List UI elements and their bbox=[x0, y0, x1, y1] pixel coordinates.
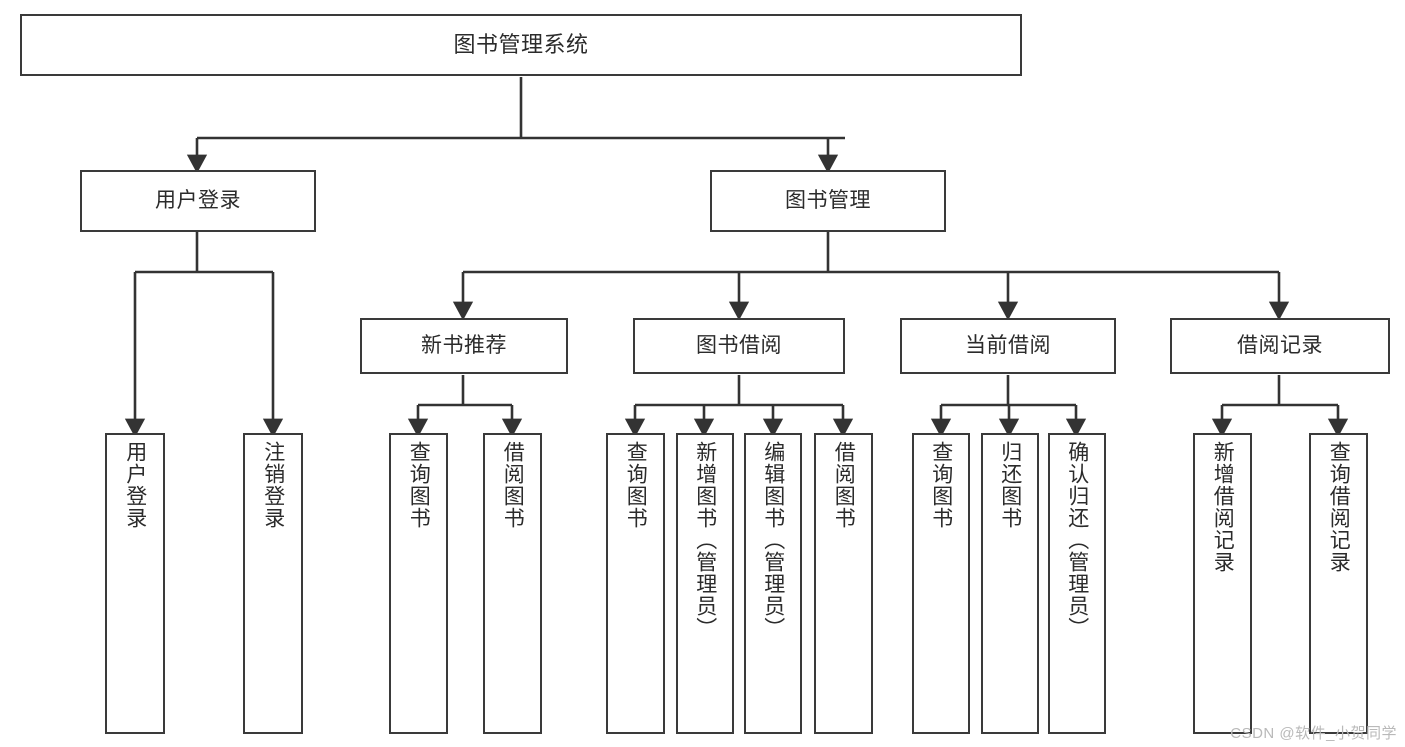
node-leaf-borrow-book-2[interactable]: 借阅图书 bbox=[814, 433, 873, 734]
node-label: 用户登录 bbox=[123, 441, 147, 529]
node-current-borrow[interactable]: 当前借阅 bbox=[900, 318, 1116, 374]
node-label: 注销登录 bbox=[261, 441, 285, 529]
node-leaf-return-book[interactable]: 归还图书 bbox=[981, 433, 1039, 734]
node-book-management[interactable]: 图书管理 bbox=[710, 170, 946, 232]
watermark-text: CSDN @软件_小贺同学 bbox=[1230, 725, 1397, 742]
node-label: 新书推荐 bbox=[421, 334, 507, 358]
node-label: 编辑图书（管理员） bbox=[761, 441, 785, 639]
node-label: 图书借阅 bbox=[696, 334, 782, 358]
node-label: 借阅图书 bbox=[501, 441, 525, 529]
node-label: 查询图书 bbox=[407, 441, 431, 529]
node-borrow-record[interactable]: 借阅记录 bbox=[1170, 318, 1390, 374]
node-label: 查询图书 bbox=[624, 441, 648, 529]
node-leaf-query-book-1[interactable]: 查询图书 bbox=[389, 433, 448, 734]
node-label: 新增借阅记录 bbox=[1211, 441, 1235, 573]
node-leaf-query-record[interactable]: 查询借阅记录 bbox=[1309, 433, 1368, 734]
node-leaf-query-book-2[interactable]: 查询图书 bbox=[606, 433, 665, 734]
node-leaf-borrow-book-1[interactable]: 借阅图书 bbox=[483, 433, 542, 734]
node-label: 当前借阅 bbox=[965, 334, 1051, 358]
node-leaf-edit-book[interactable]: 编辑图书（管理员） bbox=[744, 433, 802, 734]
node-root-system[interactable]: 图书管理系统 bbox=[20, 14, 1022, 76]
node-label: 借阅图书 bbox=[832, 441, 856, 529]
node-book-borrow[interactable]: 图书借阅 bbox=[633, 318, 845, 374]
node-label: 查询图书 bbox=[929, 441, 953, 529]
node-user-login[interactable]: 用户登录 bbox=[80, 170, 316, 232]
node-leaf-user-login[interactable]: 用户登录 bbox=[105, 433, 165, 734]
node-leaf-query-book-3[interactable]: 查询图书 bbox=[912, 433, 970, 734]
node-leaf-add-record[interactable]: 新增借阅记录 bbox=[1193, 433, 1252, 734]
node-leaf-add-book[interactable]: 新增图书（管理员） bbox=[676, 433, 734, 734]
node-label: 借阅记录 bbox=[1237, 334, 1323, 358]
node-label: 用户登录 bbox=[155, 189, 241, 213]
node-label: 确认归还（管理员） bbox=[1065, 441, 1089, 639]
node-label: 图书管理系统 bbox=[453, 31, 589, 57]
node-leaf-confirm-return[interactable]: 确认归还（管理员） bbox=[1048, 433, 1106, 734]
node-label: 归还图书 bbox=[998, 441, 1022, 529]
node-label: 查询借阅记录 bbox=[1327, 441, 1351, 573]
node-new-book-recommend[interactable]: 新书推荐 bbox=[360, 318, 568, 374]
node-label: 图书管理 bbox=[785, 189, 871, 213]
node-label: 新增图书（管理员） bbox=[693, 441, 717, 639]
node-leaf-logout-login[interactable]: 注销登录 bbox=[243, 433, 303, 734]
